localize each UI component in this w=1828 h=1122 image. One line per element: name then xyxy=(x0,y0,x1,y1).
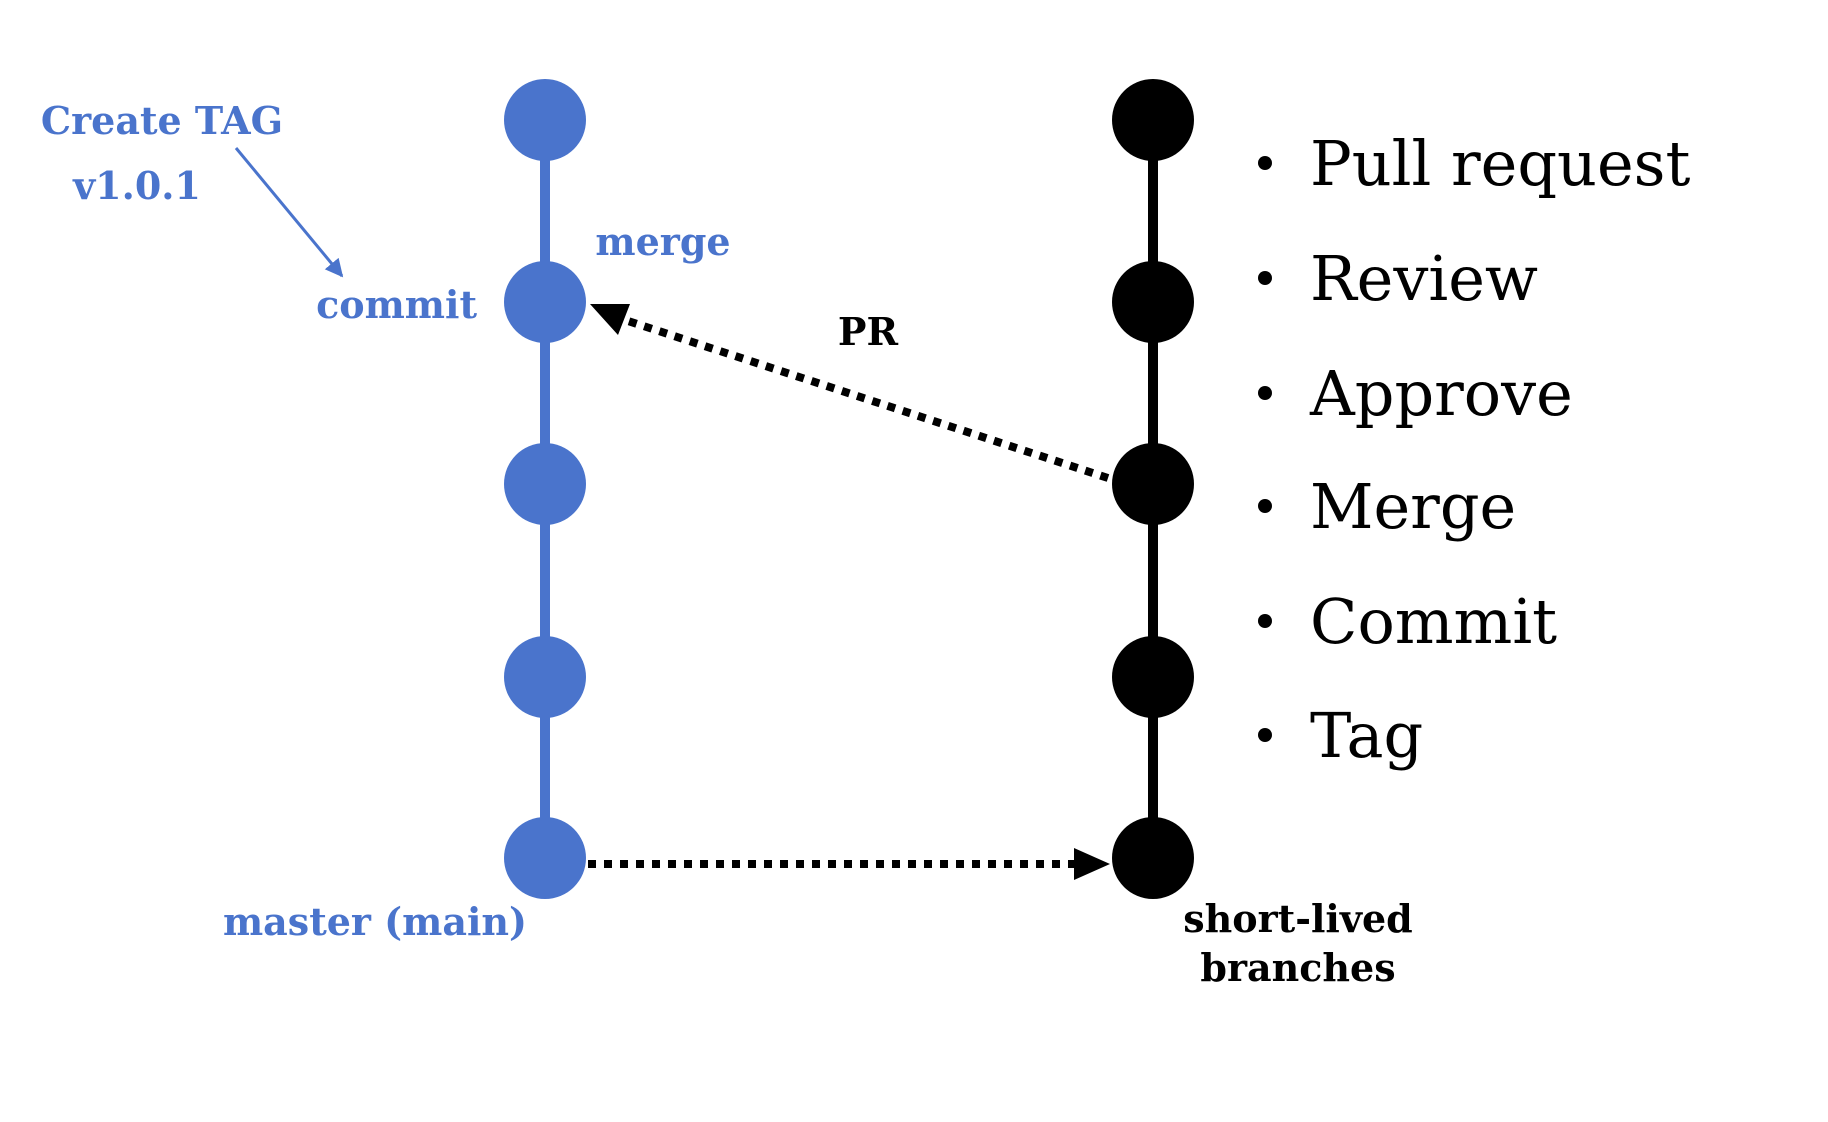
workflow-step-5: Commit xyxy=(1310,585,1557,658)
bullet-4 xyxy=(1258,499,1272,513)
short-commit-node-5 xyxy=(1112,817,1194,899)
workflow-step-3: Approve xyxy=(1309,357,1573,430)
short-commit-node-3 xyxy=(1112,443,1194,525)
workflow-step-2: Review xyxy=(1310,242,1538,315)
short-lived-branch xyxy=(1112,79,1194,899)
tag-annotation-line1: Create TAG xyxy=(41,98,283,143)
merge-label: merge xyxy=(595,219,730,264)
workflow-step-4: Merge xyxy=(1310,470,1516,543)
main-commit-node-5 xyxy=(504,817,586,899)
short-commit-node-4 xyxy=(1112,636,1194,718)
branch-off-arrowhead xyxy=(1074,848,1110,880)
main-commit-node-1 xyxy=(504,79,586,161)
workflow-step-6: Tag xyxy=(1310,699,1423,772)
short-commit-node-2 xyxy=(1112,261,1194,343)
main-commit-node-4 xyxy=(504,636,586,718)
short-commit-node-1 xyxy=(1112,79,1194,161)
main-commit-node-2 xyxy=(504,261,586,343)
commit-label: commit xyxy=(316,282,477,327)
short-branch-label-line2: branches xyxy=(1200,945,1395,990)
main-commit-node-3 xyxy=(504,443,586,525)
main-branch xyxy=(504,79,586,899)
bullet-5 xyxy=(1258,614,1272,628)
bullet-1 xyxy=(1258,156,1272,170)
tag-annotation-line2: v1.0.1 xyxy=(72,163,201,208)
short-branch-label-line1: short-lived xyxy=(1183,896,1412,941)
workflow-steps-list: Pull request Review Approve Merge Commit… xyxy=(1258,127,1690,772)
pr-label: PR xyxy=(838,309,899,354)
bullet-3 xyxy=(1258,386,1272,400)
branch-off-arrow xyxy=(588,848,1110,880)
bullet-6 xyxy=(1258,728,1272,742)
pr-arrow xyxy=(590,304,1110,482)
bullet-2 xyxy=(1258,271,1272,285)
main-branch-label: master (main) xyxy=(223,899,527,944)
pr-arrowhead xyxy=(590,304,630,335)
workflow-step-1: Pull request xyxy=(1310,127,1690,200)
tag-arrow xyxy=(234,147,344,278)
